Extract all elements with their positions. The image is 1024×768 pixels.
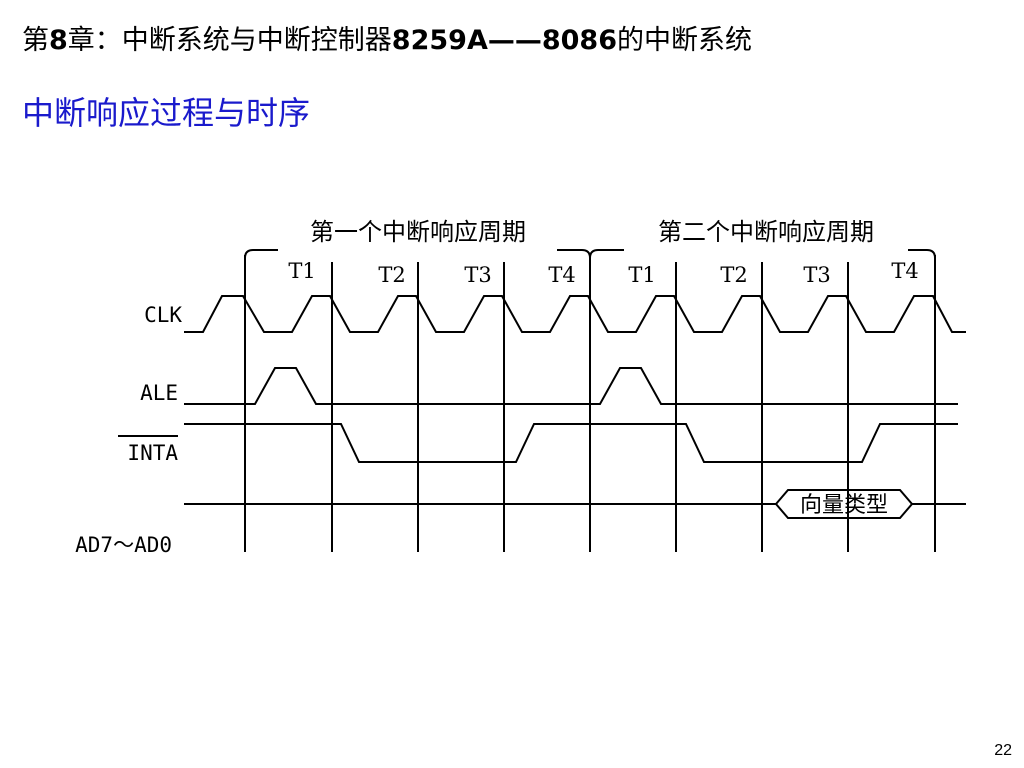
signal-label-inta: INTA: [127, 441, 178, 465]
chapter-suffix: 的中断系统: [617, 25, 752, 56]
vector-type-bubble: [774, 489, 914, 519]
chapter-title: 第8章：中断系统与中断控制器8259A——8086的中断系统: [22, 18, 752, 57]
t-state-label: T2: [378, 263, 405, 287]
cpu-name: 8086: [541, 25, 617, 56]
t-state-label: T4: [548, 263, 575, 287]
ale-waveform: [184, 367, 958, 405]
cycle-label-first: 第一个中断响应周期: [310, 218, 526, 246]
t-state-label: T4: [891, 259, 918, 283]
t-state-label: T2: [720, 263, 747, 287]
t-state-label: T1: [288, 259, 315, 283]
clk-waveform: [184, 295, 966, 333]
signal-label-clk: CLK: [144, 303, 182, 327]
title-dash: ——: [487, 25, 542, 56]
inta-waveform: [184, 423, 958, 463]
cycle-label-second: 第二个中断响应周期: [658, 218, 874, 246]
t-state-labels: T1 T2 T3 T4 T1 T2 T3 T4: [288, 259, 918, 287]
page-number: 22: [994, 742, 1012, 759]
section-title: 中断响应过程与时序: [22, 94, 311, 132]
signal-label-ad: AD7～AD0: [75, 533, 172, 557]
chapter-mid: 章：中断系统与中断控制器: [67, 25, 392, 56]
t-state-label: T1: [628, 263, 655, 287]
chip-name: 8259A: [391, 25, 488, 56]
t-state-label: T3: [464, 263, 491, 287]
chapter-number: 8: [49, 25, 68, 56]
t-state-label: T3: [803, 263, 830, 287]
cycle-brace-2: [589, 249, 936, 268]
vector-type-label: 向量类型: [800, 493, 888, 518]
chapter-prefix: 第: [22, 25, 49, 56]
signal-label-ale: ALE: [140, 381, 178, 405]
